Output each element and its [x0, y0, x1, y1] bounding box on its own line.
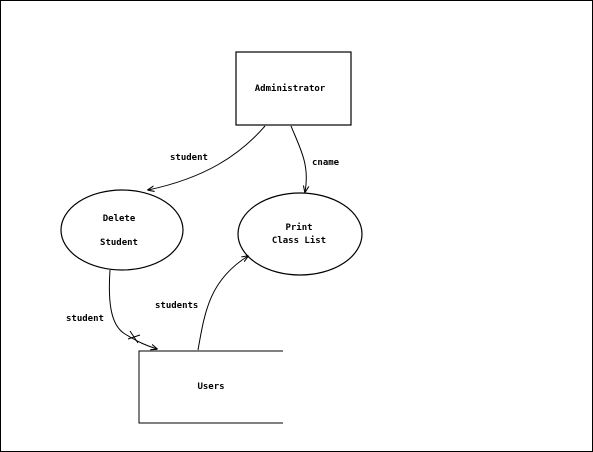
- flow-admin-to-print[interactable]: cname: [290, 125, 340, 192]
- delete-student-bubble: [60, 189, 184, 271]
- administrator-entity[interactable]: Administrator: [235, 51, 352, 126]
- delete-student-process[interactable]: Delete Student: [60, 189, 184, 271]
- delete-mark-icon: [127, 330, 141, 344]
- users-store-outline: [138, 350, 283, 424]
- administrator-box: [235, 51, 352, 126]
- flow-admin-to-print-line: [290, 125, 306, 192]
- flow-delete-to-users-label: student: [66, 314, 104, 324]
- flow-users-to-print-label: students: [155, 301, 198, 311]
- flow-delete-to-users[interactable]: student: [66, 269, 157, 349]
- print-class-list-process[interactable]: Print Class List: [237, 192, 363, 276]
- flow-admin-to-delete[interactable]: student: [148, 125, 266, 190]
- administrator-label: Administrator: [255, 83, 326, 94]
- users-data-store[interactable]: Users: [138, 350, 283, 424]
- flow-users-to-print-line: [197, 256, 248, 351]
- flow-users-to-print[interactable]: students: [155, 256, 248, 351]
- flow-delete-to-users-line: [108, 269, 157, 349]
- flow-admin-to-delete-label: student: [170, 153, 208, 163]
- flow-admin-to-print-label: cname: [312, 158, 340, 168]
- delete-student-label-line2: Student: [100, 238, 138, 248]
- flow-admin-to-delete-line: [148, 125, 266, 190]
- delete-student-label-line1: Delete: [103, 214, 136, 224]
- users-store-fill: [139, 351, 283, 423]
- print-class-list-bubble: [237, 192, 363, 276]
- print-class-list-label-line2: Class List: [272, 235, 326, 246]
- users-store-label: Users: [197, 382, 224, 392]
- print-class-list-label-line1: Print: [285, 222, 312, 233]
